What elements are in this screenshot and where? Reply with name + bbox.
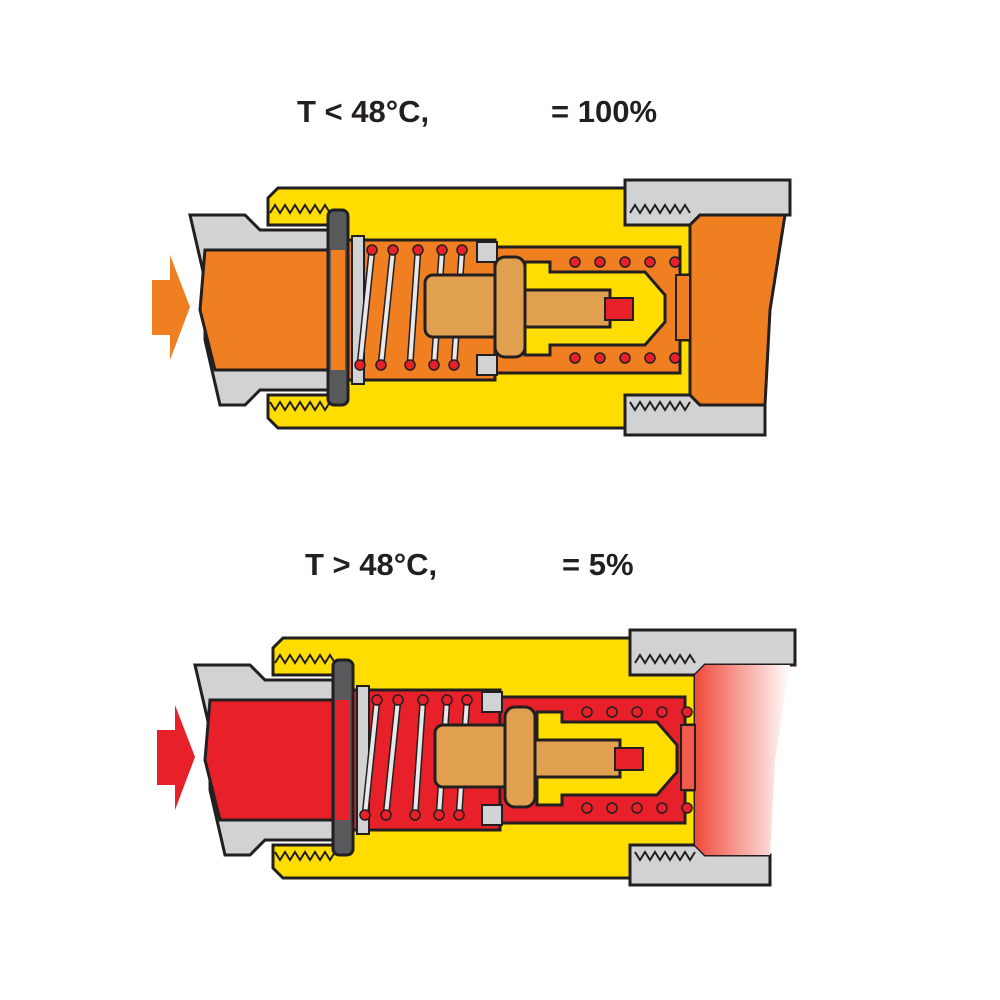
spring-coil bbox=[379, 248, 395, 367]
thread bbox=[629, 203, 691, 215]
return-spring-section bbox=[619, 256, 631, 268]
inlet-fluid bbox=[198, 248, 337, 372]
spring-wire-section bbox=[380, 809, 392, 821]
spring-wire-section bbox=[461, 694, 473, 706]
spring-seat bbox=[476, 241, 498, 263]
spring-wire-section bbox=[371, 694, 383, 706]
spring-wire-section bbox=[456, 244, 468, 256]
spring-wire-section bbox=[453, 809, 465, 821]
return-spring-section bbox=[619, 352, 631, 364]
return-spring-section bbox=[606, 802, 618, 814]
spring-seat bbox=[481, 804, 503, 826]
valve-closed bbox=[157, 628, 797, 887]
spring-seat bbox=[481, 691, 503, 713]
return-spring-section bbox=[656, 802, 668, 814]
piston-stem bbox=[533, 738, 622, 779]
return-spring-section bbox=[631, 802, 643, 814]
flow-arrow-icon bbox=[157, 705, 195, 810]
spring-wire-section bbox=[375, 359, 387, 371]
thread bbox=[274, 653, 336, 665]
spring-coil bbox=[408, 248, 420, 367]
spring-wire-section bbox=[366, 244, 378, 256]
ring-opening bbox=[331, 250, 345, 370]
thread bbox=[629, 400, 691, 412]
thread bbox=[634, 653, 696, 665]
spring-wire-section bbox=[433, 809, 445, 821]
return-spring-section bbox=[669, 352, 681, 364]
thread bbox=[269, 400, 331, 412]
top-condition-label: T < 48°C, bbox=[297, 94, 430, 129]
return-spring-section bbox=[594, 256, 606, 268]
thread bbox=[274, 850, 336, 862]
spring-wire-section bbox=[354, 359, 366, 371]
spring-wire-section bbox=[409, 809, 421, 821]
return-spring-section bbox=[569, 256, 581, 268]
return-spring-section bbox=[581, 706, 593, 718]
thread bbox=[634, 850, 696, 862]
spring-coil bbox=[413, 698, 425, 817]
spring-wire-section bbox=[392, 694, 404, 706]
return-spring-section bbox=[644, 352, 656, 364]
piston-flange bbox=[503, 705, 537, 809]
return-spring-section bbox=[631, 706, 643, 718]
spring-wire-section bbox=[359, 809, 371, 821]
outlet-fluid bbox=[688, 213, 787, 407]
flow-arrow-icon bbox=[152, 255, 190, 360]
spring-seat bbox=[476, 354, 498, 376]
spring-wire-section bbox=[404, 359, 416, 371]
return-spring-section bbox=[681, 802, 693, 814]
spring-wire-section bbox=[417, 694, 429, 706]
return-spring-section bbox=[594, 352, 606, 364]
spring-coil bbox=[363, 698, 379, 817]
return-spring-section bbox=[669, 256, 681, 268]
return-spring-section bbox=[581, 802, 593, 814]
bottom-flow-value-label: = 5% bbox=[562, 547, 634, 582]
spring-wire-section bbox=[387, 244, 399, 256]
spring-wire-section bbox=[436, 244, 448, 256]
piston-tip bbox=[604, 297, 634, 321]
spring-wire-section bbox=[441, 694, 453, 706]
return-spring-section bbox=[569, 352, 581, 364]
top-flow-value-label: = 100% bbox=[551, 94, 658, 129]
piston-tip bbox=[614, 747, 644, 771]
return-spring-section bbox=[644, 256, 656, 268]
thermostat-element bbox=[433, 723, 512, 789]
valve-port bbox=[675, 274, 691, 341]
spring-wire-section bbox=[448, 359, 460, 371]
bottom-condition-label: T > 48°C, bbox=[305, 547, 438, 582]
outlet-fluid bbox=[695, 665, 790, 855]
spring-wire-section bbox=[428, 359, 440, 371]
spring-coil bbox=[358, 248, 374, 367]
piston-flange bbox=[493, 255, 527, 359]
thread bbox=[269, 203, 331, 215]
return-spring-section bbox=[656, 706, 668, 718]
piston-stem bbox=[523, 288, 612, 329]
thermostat-element bbox=[423, 273, 502, 339]
spring-wire-section bbox=[412, 244, 424, 256]
inlet-fluid bbox=[203, 698, 342, 822]
ring-opening bbox=[336, 700, 350, 820]
spring-coil bbox=[384, 698, 400, 817]
valve-open bbox=[152, 178, 792, 437]
return-spring-section bbox=[606, 706, 618, 718]
valve-port bbox=[680, 724, 696, 791]
return-spring-section bbox=[681, 706, 693, 718]
